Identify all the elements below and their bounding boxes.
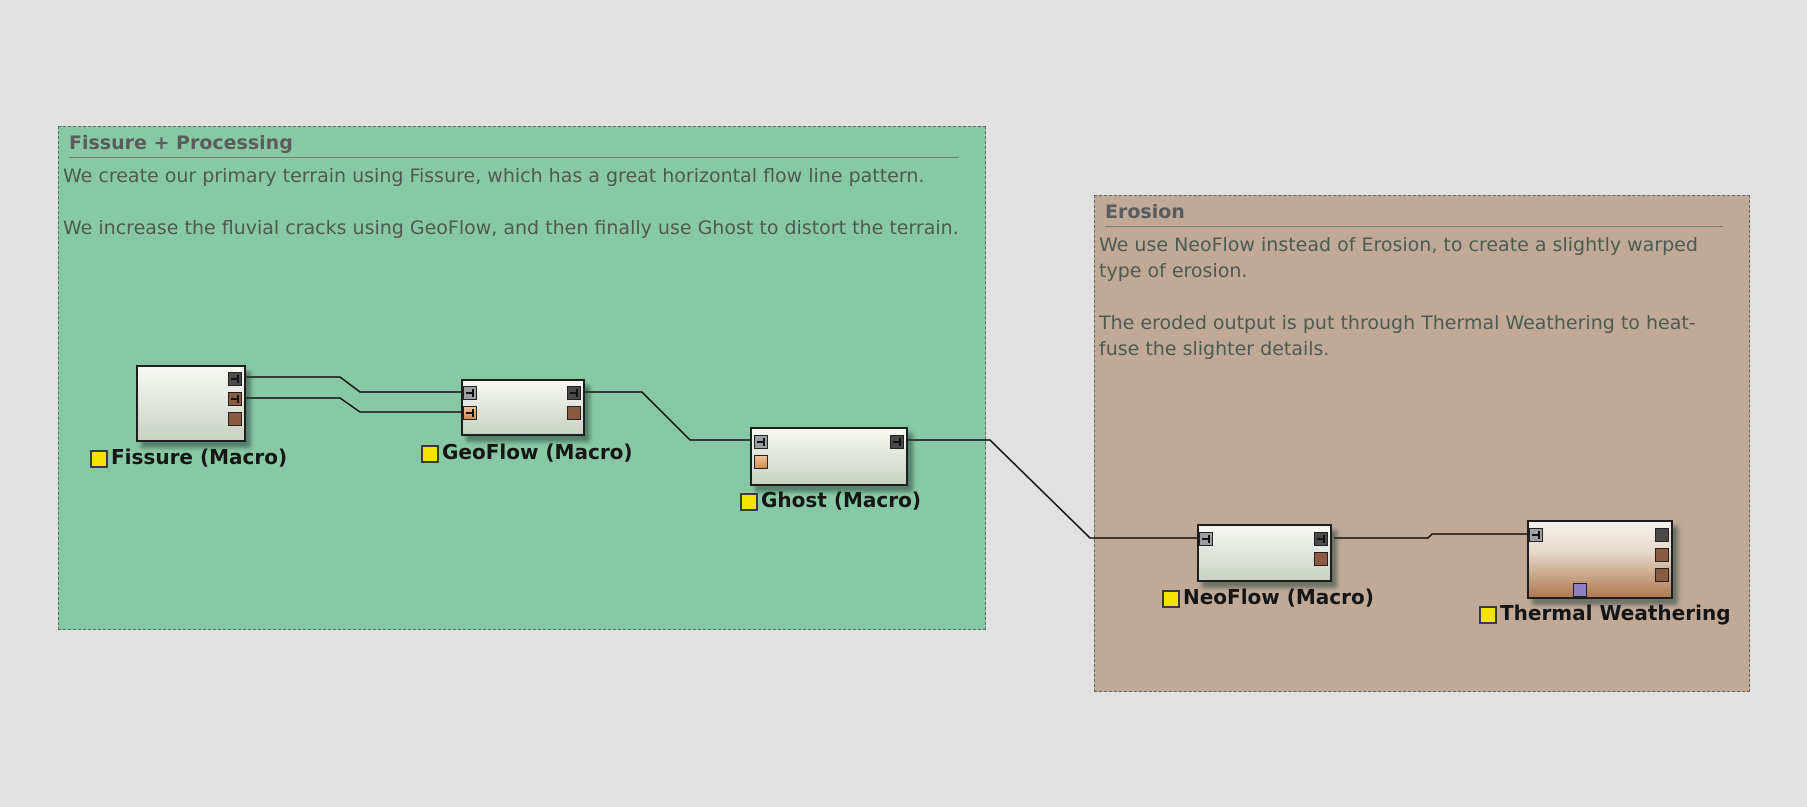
output-port[interactable]: [1655, 528, 1669, 542]
output-port[interactable]: [1314, 552, 1328, 566]
node-neoflow[interactable]: [1197, 524, 1332, 582]
output-port[interactable]: [1314, 532, 1328, 546]
output-port[interactable]: [1655, 548, 1669, 562]
yellow-flag-icon[interactable]: [1162, 590, 1180, 608]
input-port[interactable]: [463, 386, 477, 400]
port-connector-icon: [757, 438, 765, 446]
output-port[interactable]: [1655, 568, 1669, 582]
group-title: Erosion: [1105, 200, 1723, 227]
output-port[interactable]: [567, 386, 581, 400]
output-port[interactable]: [890, 435, 904, 449]
yellow-flag-icon[interactable]: [1479, 606, 1497, 624]
node-ghost[interactable]: [750, 427, 908, 486]
yellow-flag-icon[interactable]: [90, 450, 108, 468]
port-connector-icon: [1202, 535, 1210, 543]
port-connector-icon: [1532, 531, 1540, 539]
port-connector-icon: [231, 375, 239, 383]
mask-input-port[interactable]: [1573, 583, 1587, 597]
group-description: We create our primary terrain using Fiss…: [63, 165, 959, 239]
output-port[interactable]: [567, 406, 581, 420]
input-port[interactable]: [754, 435, 768, 449]
input-port[interactable]: [1199, 532, 1213, 546]
node-thermal-weathering[interactable]: [1527, 520, 1673, 599]
input-port[interactable]: [1529, 528, 1543, 542]
port-connector-icon: [893, 438, 901, 446]
node-geoflow[interactable]: [461, 379, 585, 436]
output-port[interactable]: [228, 392, 242, 406]
port-connector-icon: [466, 389, 474, 397]
port-connector-icon: [1317, 535, 1325, 543]
group-description: We use NeoFlow instead of Erosion, to cr…: [1099, 234, 1698, 360]
port-connector-icon: [466, 409, 474, 417]
yellow-flag-icon[interactable]: [421, 445, 439, 463]
node-fissure[interactable]: [136, 365, 246, 442]
port-connector-icon: [231, 395, 239, 403]
port-connector-icon: [570, 389, 578, 397]
output-port[interactable]: [228, 412, 242, 426]
yellow-flag-icon[interactable]: [740, 493, 758, 511]
input-port[interactable]: [754, 455, 768, 469]
output-port[interactable]: [228, 372, 242, 386]
input-port[interactable]: [463, 406, 477, 420]
group-title: Fissure + Processing: [69, 131, 959, 158]
